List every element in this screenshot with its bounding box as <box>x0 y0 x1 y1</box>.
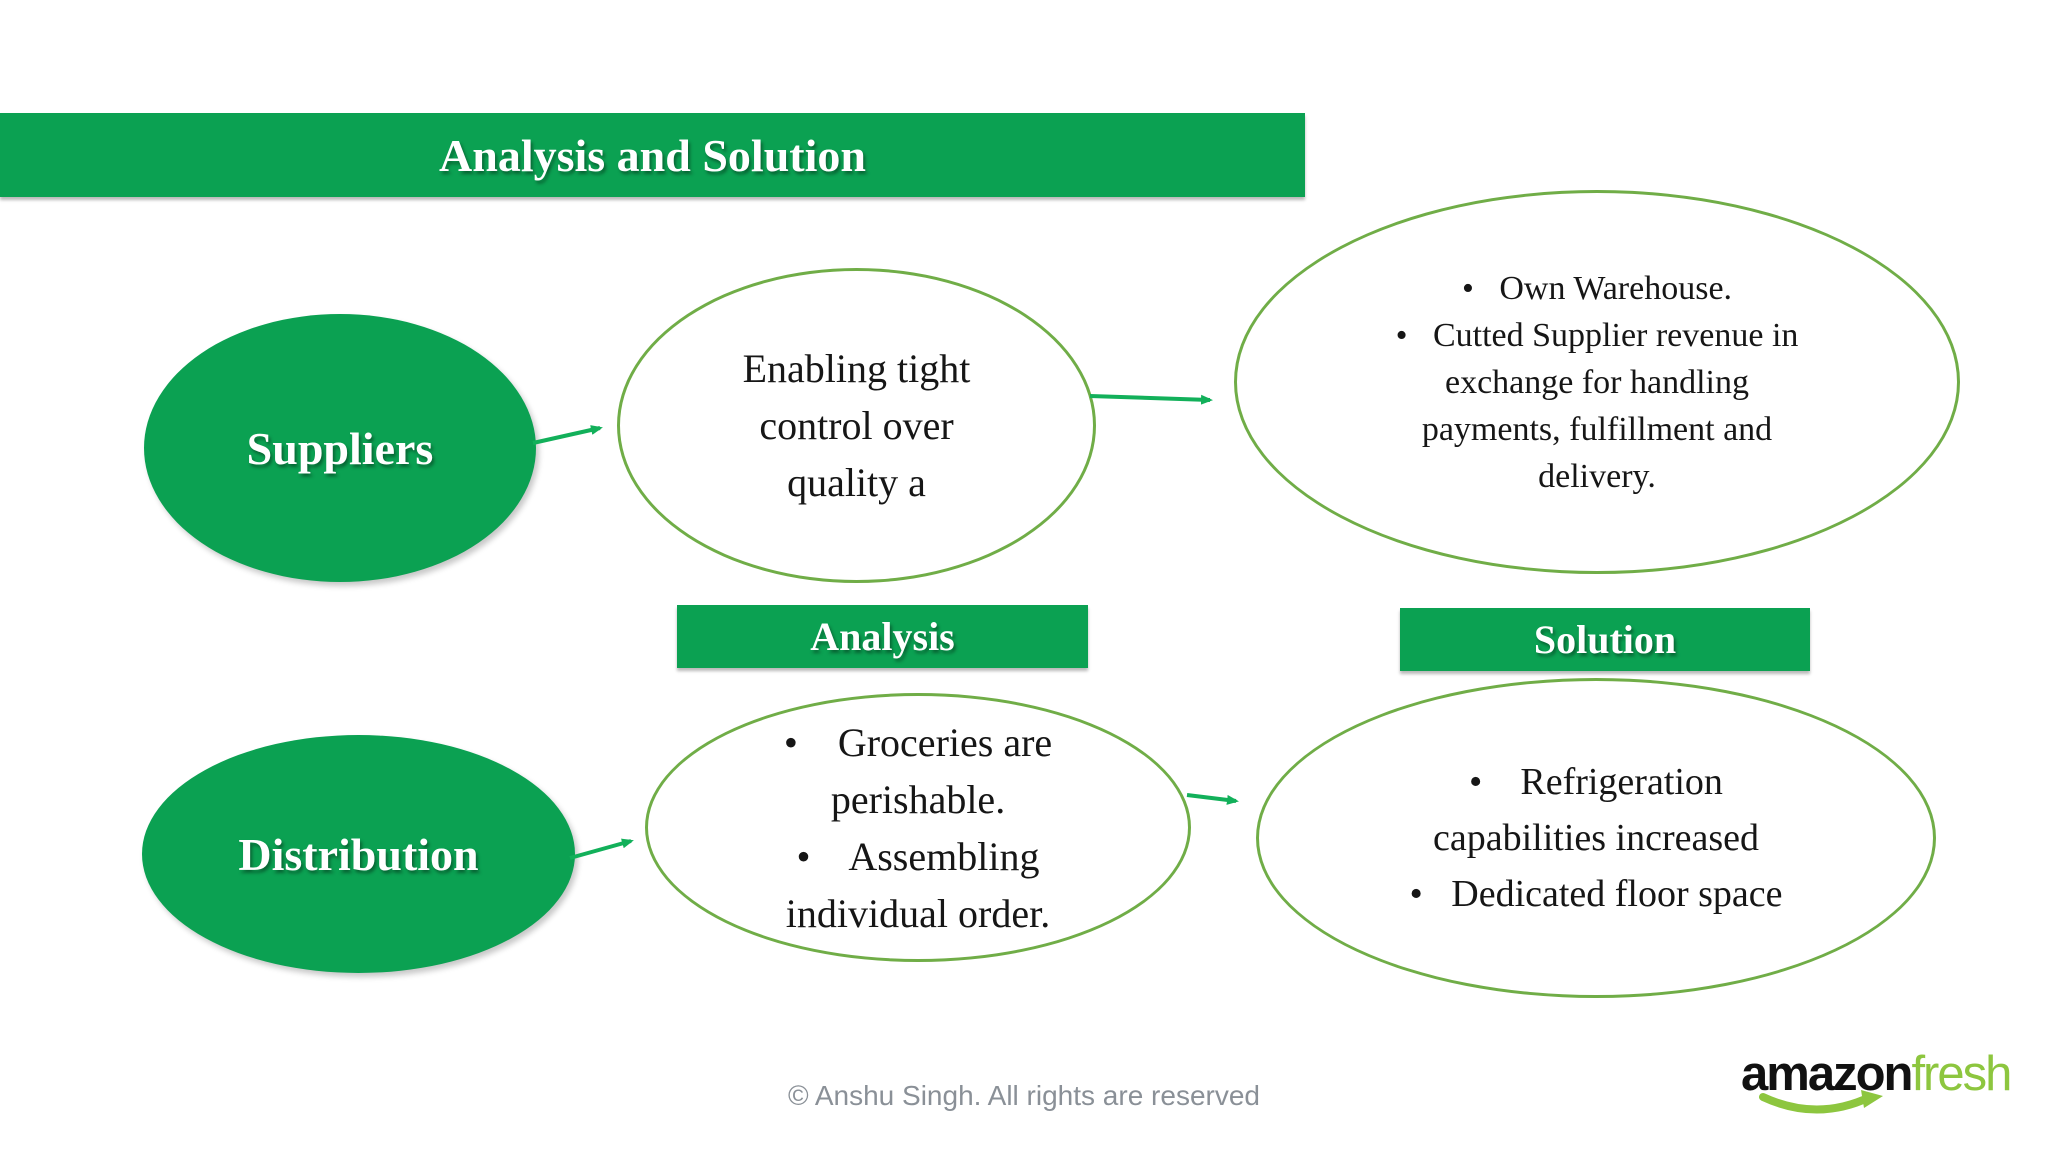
amazon-smile-icon <box>1759 1090 1883 1114</box>
amazon-wordmark: amazon <box>1741 1047 1913 1101</box>
arrow-analysis-to-solution-top <box>1089 394 1213 405</box>
supplier-solution-line: • Cutted Supplier revenue in <box>1395 316 1799 354</box>
arrow-suppliers-to-analysis <box>532 425 603 445</box>
copyright-text: © Anshu Singh. All rights are reserved <box>788 1080 1260 1111</box>
suppliers-label: Suppliers <box>246 422 434 474</box>
supplier-analysis-line: quality a <box>787 460 926 505</box>
fresh-wordmark: fresh <box>1911 1047 2012 1101</box>
solution-label-bar: Solution <box>1400 608 1810 671</box>
arrow-distribution-to-analysis <box>569 838 634 860</box>
analysis-label-bar: Analysis <box>677 605 1088 668</box>
supplier-solution-line: exchange for handling <box>1445 363 1749 401</box>
arrow-analysis-to-solution-bottom <box>1186 793 1239 805</box>
title-bar: Analysis and Solution <box>0 113 1305 197</box>
supplier-solution-line: • Own Warehouse. <box>1461 269 1733 307</box>
distribution-label: Distribution <box>238 828 479 880</box>
supplier-solution-line: payments, fulfillment and <box>1421 410 1773 448</box>
analysis-label: Analysis <box>810 614 955 659</box>
distribution-solution-node: • Refrigeration capabilities increased •… <box>1256 678 1936 998</box>
supplier-analysis-line: Enabling tight <box>742 346 971 391</box>
distribution-analysis-line: • Assembling <box>796 833 1040 879</box>
suppliers-node: Suppliers <box>144 314 536 582</box>
solution-label: Solution <box>1533 617 1677 662</box>
page-title: Analysis and Solution <box>439 129 866 181</box>
distribution-analysis-line: perishable. <box>830 776 1006 822</box>
amazonfresh-logo: amazonfresh <box>1741 1046 2021 1126</box>
supplier-analysis-node: Enabling tight control over quality a <box>617 268 1096 583</box>
supplier-analysis-line: control over <box>759 403 954 448</box>
distribution-node: Distribution <box>142 735 575 973</box>
supplier-solution-line: delivery. <box>1538 457 1656 495</box>
distribution-analysis-line: • Groceries are <box>783 719 1053 765</box>
distribution-solution-line: • Refrigeration <box>1469 761 1723 803</box>
distribution-solution-line: capabilities increased <box>1432 817 1759 859</box>
distribution-analysis-line: individual order. <box>785 890 1051 936</box>
distribution-solution-line: • Dedicated floor space <box>1409 873 1783 915</box>
distribution-analysis-node: • Groceries are perishable. • Assembling… <box>645 693 1191 962</box>
supplier-solution-node: • Own Warehouse. • Cutted Supplier reven… <box>1234 190 1960 574</box>
